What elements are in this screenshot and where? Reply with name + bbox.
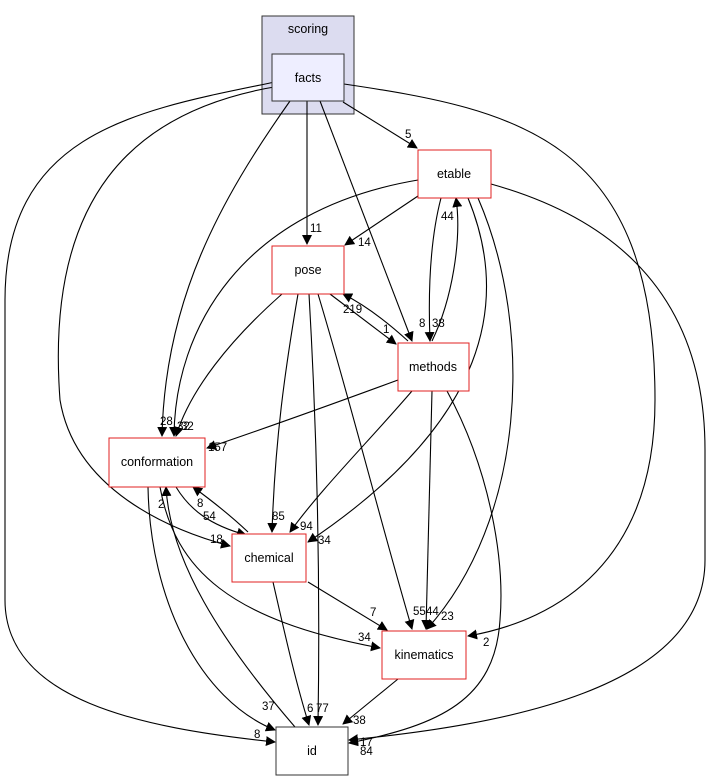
edge-label: 32: [181, 421, 194, 433]
edge-kinematics-id[interactable]: 38: [342, 678, 399, 727]
edge-label: 2: [483, 637, 489, 649]
edge-facts-methods[interactable]: 8: [319, 100, 425, 342]
edge-label: 55: [413, 606, 426, 618]
node-methods-label: methods: [409, 360, 457, 374]
node-conformation-label: conformation: [121, 455, 193, 469]
edge-id-conformation[interactable]: 2: [158, 486, 296, 728]
node-etable-box[interactable]: [417, 149, 492, 199]
edge-facts-kinematics[interactable]: 2: [343, 83, 656, 649]
edge-etable-methods[interactable]: 38: [424, 197, 445, 342]
edge-conformation-chemical[interactable]: 8: [175, 486, 247, 538]
node-id-label: id: [307, 744, 317, 758]
edge-label: 8: [254, 729, 260, 741]
node-etable-label: etable: [437, 167, 471, 181]
edge-pose-kinematics[interactable]: 55: [317, 293, 426, 630]
edge-label: 38: [353, 715, 366, 727]
node-chemical-label: chemical: [244, 551, 293, 565]
edge-label: 219: [343, 304, 362, 316]
edge-pose-id[interactable]: 77: [308, 293, 329, 726]
edge-facts-conformation[interactable]: 28: [157, 100, 291, 437]
edge-methods-chemical[interactable]: 94: [289, 390, 413, 533]
node-kinematics[interactable]: kinematics: [381, 630, 467, 680]
edge-methods-conformation[interactable]: 157: [206, 379, 399, 454]
edge-conformation-kinematics[interactable]: 34: [159, 486, 381, 652]
node-pose-box[interactable]: [271, 245, 345, 295]
node-facts[interactable]: facts: [271, 53, 345, 102]
edge-label: 77: [316, 703, 329, 715]
edge-label: 84: [360, 746, 373, 758]
edge-label: 23: [441, 611, 454, 623]
edge-label: 5: [405, 129, 411, 141]
edge-pose-conformation[interactable]: 32: [173, 293, 283, 437]
node-methods-box[interactable]: [397, 342, 470, 392]
edge-facts-etable[interactable]: 5: [342, 101, 418, 149]
edge-label: 34: [358, 632, 371, 644]
node-facts-box[interactable]: [271, 53, 345, 102]
node-conformation[interactable]: conformation: [108, 437, 206, 488]
node-etable[interactable]: etable: [417, 149, 492, 199]
edge-label: 11: [310, 223, 322, 235]
edge-pose-methods[interactable]: 1: [329, 293, 397, 345]
edge-conformation-id[interactable]: 37: [147, 486, 276, 732]
edge-label: 14: [358, 237, 371, 249]
nodes: facts etable pose methods conformation c…: [108, 53, 492, 776]
edge-label: 94: [300, 521, 313, 533]
node-id[interactable]: id: [275, 726, 349, 776]
edge-chemical-conformation[interactable]: 54: [192, 486, 249, 533]
edge-facts-id[interactable]: 8: [4, 81, 276, 747]
edge-label: 8: [419, 318, 425, 330]
edge-label: 54: [203, 511, 216, 523]
edge-label: 1: [383, 324, 389, 336]
node-kinematics-box[interactable]: [381, 630, 467, 680]
node-chemical[interactable]: chemical: [231, 533, 307, 583]
node-facts-label: facts: [295, 71, 321, 85]
edge-label: 2: [158, 499, 164, 511]
edge-label: 7: [370, 607, 376, 619]
node-methods[interactable]: methods: [397, 342, 470, 392]
edge-methods-pose[interactable]: 219: [342, 293, 409, 342]
edge-label: 157: [208, 442, 227, 454]
node-kinematics-label: kinematics: [394, 648, 453, 662]
edge-pose-chemical[interactable]: 85: [267, 293, 299, 533]
edge-label: 8: [197, 498, 203, 510]
edge-label: 44: [441, 211, 454, 223]
edge-label: 37: [262, 701, 275, 713]
edge-facts-chemical[interactable]: 18: [57, 85, 281, 549]
edge-chemical-kinematics[interactable]: 7: [307, 581, 388, 631]
cluster-scoring-label: scoring: [288, 22, 328, 36]
node-id-box[interactable]: [275, 726, 349, 776]
edge-facts-pose[interactable]: 11: [302, 101, 322, 245]
edge-label: 6: [307, 703, 313, 715]
edge-methods-id[interactable]: 84: [348, 390, 502, 758]
node-chemical-box[interactable]: [231, 533, 307, 583]
edge-methods-kinematics[interactable]: 44: [421, 390, 439, 630]
edge-methods-etable[interactable]: 44: [431, 197, 463, 342]
edge-etable-kinematics[interactable]: 23: [426, 197, 514, 630]
node-pose-label: pose: [294, 263, 321, 277]
edge-chemical-id[interactable]: 6: [272, 581, 313, 726]
edge-label: 85: [272, 511, 285, 523]
edges: 5 11 8 28 18 2 8 14: [4, 81, 706, 758]
edge-etable-pose[interactable]: 14: [344, 195, 419, 249]
edge-label: 44: [426, 606, 439, 618]
edge-label: 18: [210, 534, 223, 546]
edge-label: 28: [160, 416, 173, 428]
edge-label: 34: [318, 535, 331, 547]
edge-label: 38: [432, 318, 445, 330]
node-conformation-box[interactable]: [108, 437, 206, 488]
node-pose[interactable]: pose: [271, 245, 345, 295]
